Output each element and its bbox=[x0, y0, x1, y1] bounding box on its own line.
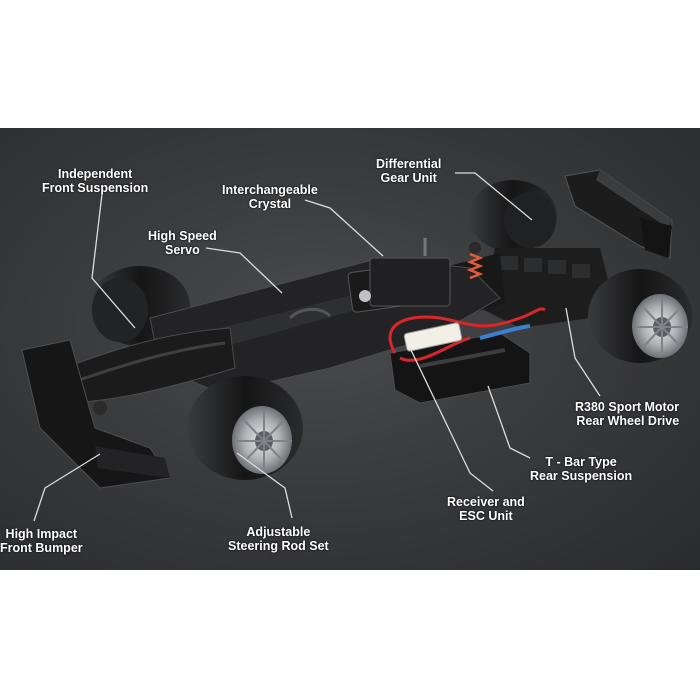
leader-motor bbox=[565, 307, 601, 397]
leader-front-suspension bbox=[91, 193, 136, 329]
front-right-wheel bbox=[187, 376, 303, 480]
leader-servo bbox=[205, 247, 283, 294]
servo-unit bbox=[347, 257, 451, 313]
leader-rear-suspension bbox=[487, 385, 531, 459]
leader-lines bbox=[33, 172, 601, 522]
rear-left-wheel bbox=[469, 180, 557, 252]
leader-steering bbox=[236, 452, 293, 519]
rc-car-chassis-illustration bbox=[21, 169, 692, 522]
leader-crystal bbox=[304, 199, 384, 257]
rear-right-wheel bbox=[588, 269, 692, 363]
rear-wing bbox=[564, 169, 673, 259]
leader-receiver bbox=[409, 347, 494, 492]
leader-bumper bbox=[33, 453, 101, 522]
front-bumper-wing bbox=[21, 339, 171, 489]
leader-differential bbox=[455, 172, 533, 221]
nose-cone bbox=[39, 327, 236, 404]
receiver-esc-box bbox=[389, 332, 531, 404]
wiring bbox=[388, 307, 546, 362]
suspension-spring bbox=[423, 238, 484, 280]
